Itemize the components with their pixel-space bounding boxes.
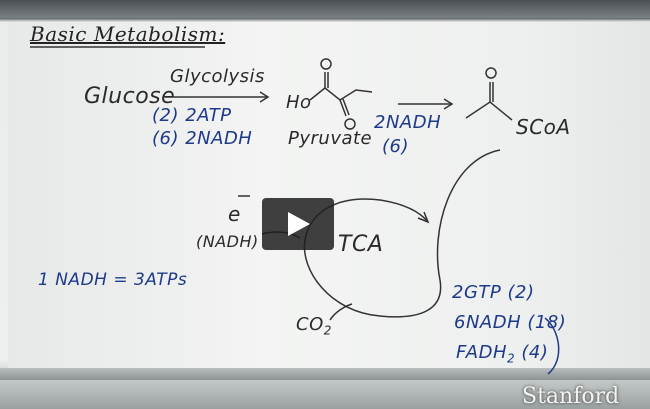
gtp-output: 2GTP (2) [452, 282, 535, 303]
glycolysis-label: Glycolysis [170, 66, 265, 87]
co2-curve [329, 303, 353, 321]
fadh-output: FADH2 (4) [456, 342, 549, 366]
pyruvate-nadh-count: (6) [382, 136, 409, 157]
pyruvate-skeleton [309, 87, 373, 101]
pyruvate-label: Pyruvate [288, 128, 373, 149]
stanford-watermark: Stanford [522, 384, 620, 409]
acetyl-skeleton [465, 101, 513, 121]
play-icon [288, 212, 310, 236]
outputs-bracket [544, 317, 560, 375]
oxygen-2 [344, 118, 356, 130]
nadh-atp-rule: 1 NADH = 3ATPs [38, 270, 188, 290]
tca-cycle-path [303, 149, 501, 318]
fadh-subscript: 2 [507, 351, 516, 366]
nadh-output: 6NADH (18) [454, 312, 567, 333]
oxygen-3 [485, 67, 497, 79]
fadh-count: (4) [521, 342, 549, 363]
scoa-label: SCoA [516, 115, 571, 139]
co2-subscript: 2 [323, 323, 332, 338]
glycolysis-arrowhead [259, 91, 270, 103]
electron-carrier-label: (NADH) [196, 232, 259, 251]
electron-label: e [228, 202, 241, 226]
nadh-yield: (6) 2NADH [152, 128, 253, 149]
play-button[interactable] [262, 198, 334, 250]
ho-label: Ho [286, 92, 312, 113]
oxygen-1 [320, 58, 332, 70]
board-title: Basic Metabolism: [30, 22, 226, 46]
pyruvate-carbonyl-2 [339, 99, 347, 117]
board-tray [0, 368, 650, 380]
whiteboard [8, 22, 650, 370]
atp-yield: (2) 2ATP [152, 105, 232, 126]
tca-label: TCA [338, 232, 384, 257]
co2-label: CO2 [296, 314, 332, 338]
cycle-arrowhead [417, 211, 430, 224]
top-board-rail [0, 0, 650, 18]
glucose-label: Glucose [84, 84, 176, 109]
pyruvate-nadh: 2NADH [374, 112, 442, 133]
